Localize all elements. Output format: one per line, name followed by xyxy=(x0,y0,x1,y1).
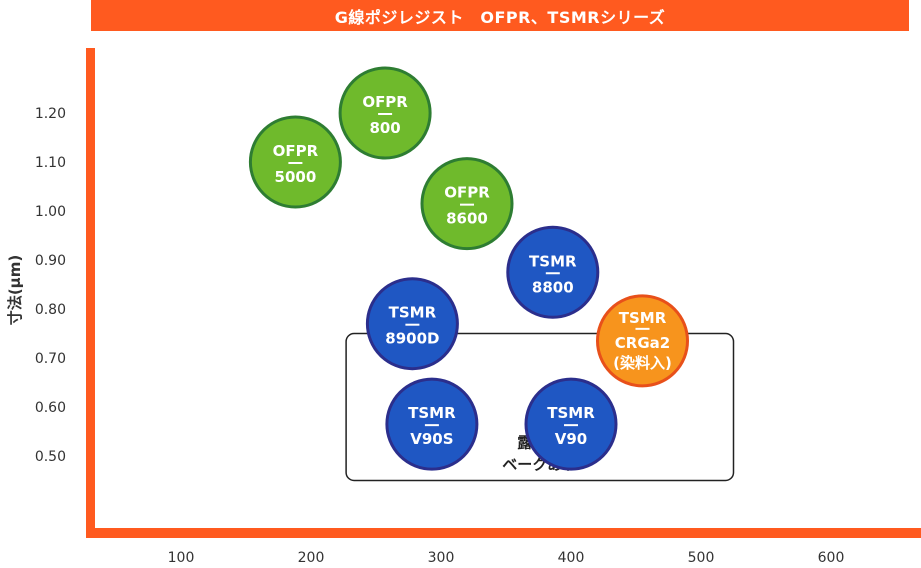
data-point-tsmr-8900d: TSMR 8900D xyxy=(365,277,459,371)
y-tick-label: 1.10 xyxy=(35,155,66,171)
x-tick-label: 200 xyxy=(298,550,325,566)
data-point-tsmr-v90: TSMR V90 xyxy=(524,377,618,471)
y-tick-label: 0.60 xyxy=(35,400,66,416)
bubble-dash xyxy=(288,162,303,164)
y-axis-label: 寸法(μm) xyxy=(6,255,24,325)
bubble-dash xyxy=(545,272,560,275)
x-tick-label: 100 xyxy=(168,550,195,566)
x-axis-line xyxy=(86,528,921,538)
data-point-tsmr-8800: TSMR 8800 xyxy=(506,225,600,319)
bubble-label-top: TSMR xyxy=(547,404,595,422)
x-tick-label: 500 xyxy=(688,550,715,566)
bubble-label-top: TSMR xyxy=(389,304,437,322)
x-tick-label: 400 xyxy=(558,550,585,566)
data-point-ofpr-8600: OFPR 8600 xyxy=(420,157,514,251)
bubble-dash xyxy=(635,327,650,330)
data-points: OFPR800OFPR5000OFPR8600TSMR8800TSMR8900D… xyxy=(248,66,689,471)
bubble-label-bottom: CRGa2 xyxy=(615,334,670,352)
bubble-dash xyxy=(424,424,439,427)
y-tick-label: 1.20 xyxy=(35,106,66,122)
bubble-dash xyxy=(460,203,474,206)
x-tick-label: 300 xyxy=(428,550,455,566)
bubble-label-bottom: V90 xyxy=(555,430,587,448)
bubble-label-top: TSMR xyxy=(619,309,667,327)
bubble-dash xyxy=(405,323,420,326)
bubble-label-top: OFPR xyxy=(273,142,319,160)
bubble-label-third: (染料入) xyxy=(613,354,672,372)
bubble-label-bottom: 8900D xyxy=(385,330,439,348)
bubble-label-bottom: 8600 xyxy=(446,210,488,228)
bubble-dash xyxy=(378,113,393,115)
y-tick-label: 0.90 xyxy=(35,253,66,269)
y-axis-ticks: 1.20 1.10 1.00 0.90 0.80 0.70 0.60 0.50 xyxy=(35,106,66,465)
bubble-label-top: OFPR xyxy=(362,93,408,111)
y-tick-label: 0.70 xyxy=(35,351,66,367)
bubble-label-bottom: V90S xyxy=(410,430,453,448)
bubble-label-top: OFPR xyxy=(444,184,490,202)
bubble-label-top: TSMR xyxy=(529,252,577,270)
bubble-label-bottom: 8800 xyxy=(532,278,574,296)
bubble-label-top: TSMR xyxy=(408,404,456,422)
x-axis-ticks: 100 200 300 400 500 600 xyxy=(168,550,845,566)
data-point-tsmr-v90s: TSMR V90S xyxy=(385,377,479,471)
bubble-dash xyxy=(564,424,578,427)
bubble-label-bottom: 5000 xyxy=(275,168,317,186)
bubble-label-bottom: 800 xyxy=(369,119,400,137)
y-axis-line xyxy=(86,48,95,538)
data-point-tsmr-crga2: TSMR CRGa2 (染料入) xyxy=(596,294,689,388)
annotation-rect xyxy=(345,332,735,482)
y-tick-label: 0.50 xyxy=(35,449,66,465)
bubble-marker xyxy=(596,294,689,388)
data-point-ofpr-800: OFPR 800 xyxy=(338,66,432,160)
y-tick-label: 1.00 xyxy=(35,204,66,220)
data-point-ofpr-5000: OFPR 5000 xyxy=(248,115,342,209)
y-tick-label: 0.80 xyxy=(35,302,66,318)
chart-title: G線ポジレジスト OFPR、TSMRシリーズ xyxy=(91,0,909,31)
x-tick-label: 600 xyxy=(818,550,845,566)
